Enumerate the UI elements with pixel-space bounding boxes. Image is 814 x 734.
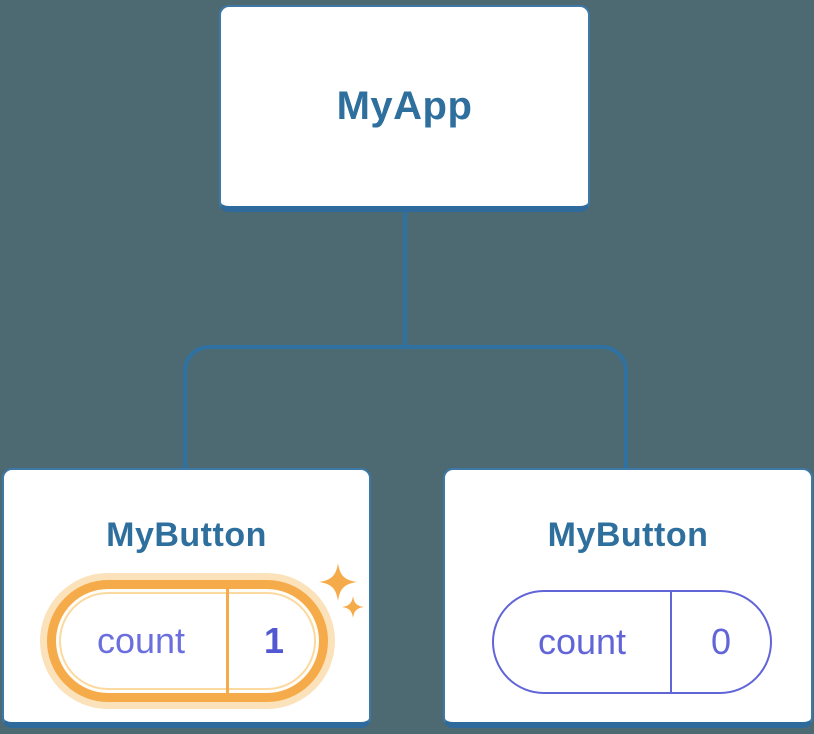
sparkle-icon bbox=[342, 596, 364, 618]
node-mybutton-left: MyButton count 1 bbox=[2, 468, 371, 728]
state-key-label: count bbox=[537, 621, 627, 662]
state-value: 0 bbox=[710, 621, 732, 662]
pill-divider bbox=[670, 592, 672, 692]
node-myapp-label: MyApp bbox=[336, 84, 473, 128]
state-key-label: count bbox=[96, 620, 186, 661]
state-value: 1 bbox=[263, 620, 285, 661]
state-pill-highlighted: count 1 bbox=[47, 580, 328, 702]
connector-branches bbox=[183, 345, 628, 469]
pill-divider bbox=[226, 589, 229, 693]
node-mybutton-right: MyButton count 0 bbox=[443, 468, 813, 728]
node-myapp: MyApp bbox=[219, 5, 590, 212]
node-mybutton-right-label: MyButton bbox=[547, 516, 709, 554]
connector-stem bbox=[403, 211, 407, 349]
node-mybutton-left-label: MyButton bbox=[106, 516, 267, 554]
sparkle-icon bbox=[319, 563, 357, 601]
state-pill-plain: count 0 bbox=[492, 590, 772, 694]
